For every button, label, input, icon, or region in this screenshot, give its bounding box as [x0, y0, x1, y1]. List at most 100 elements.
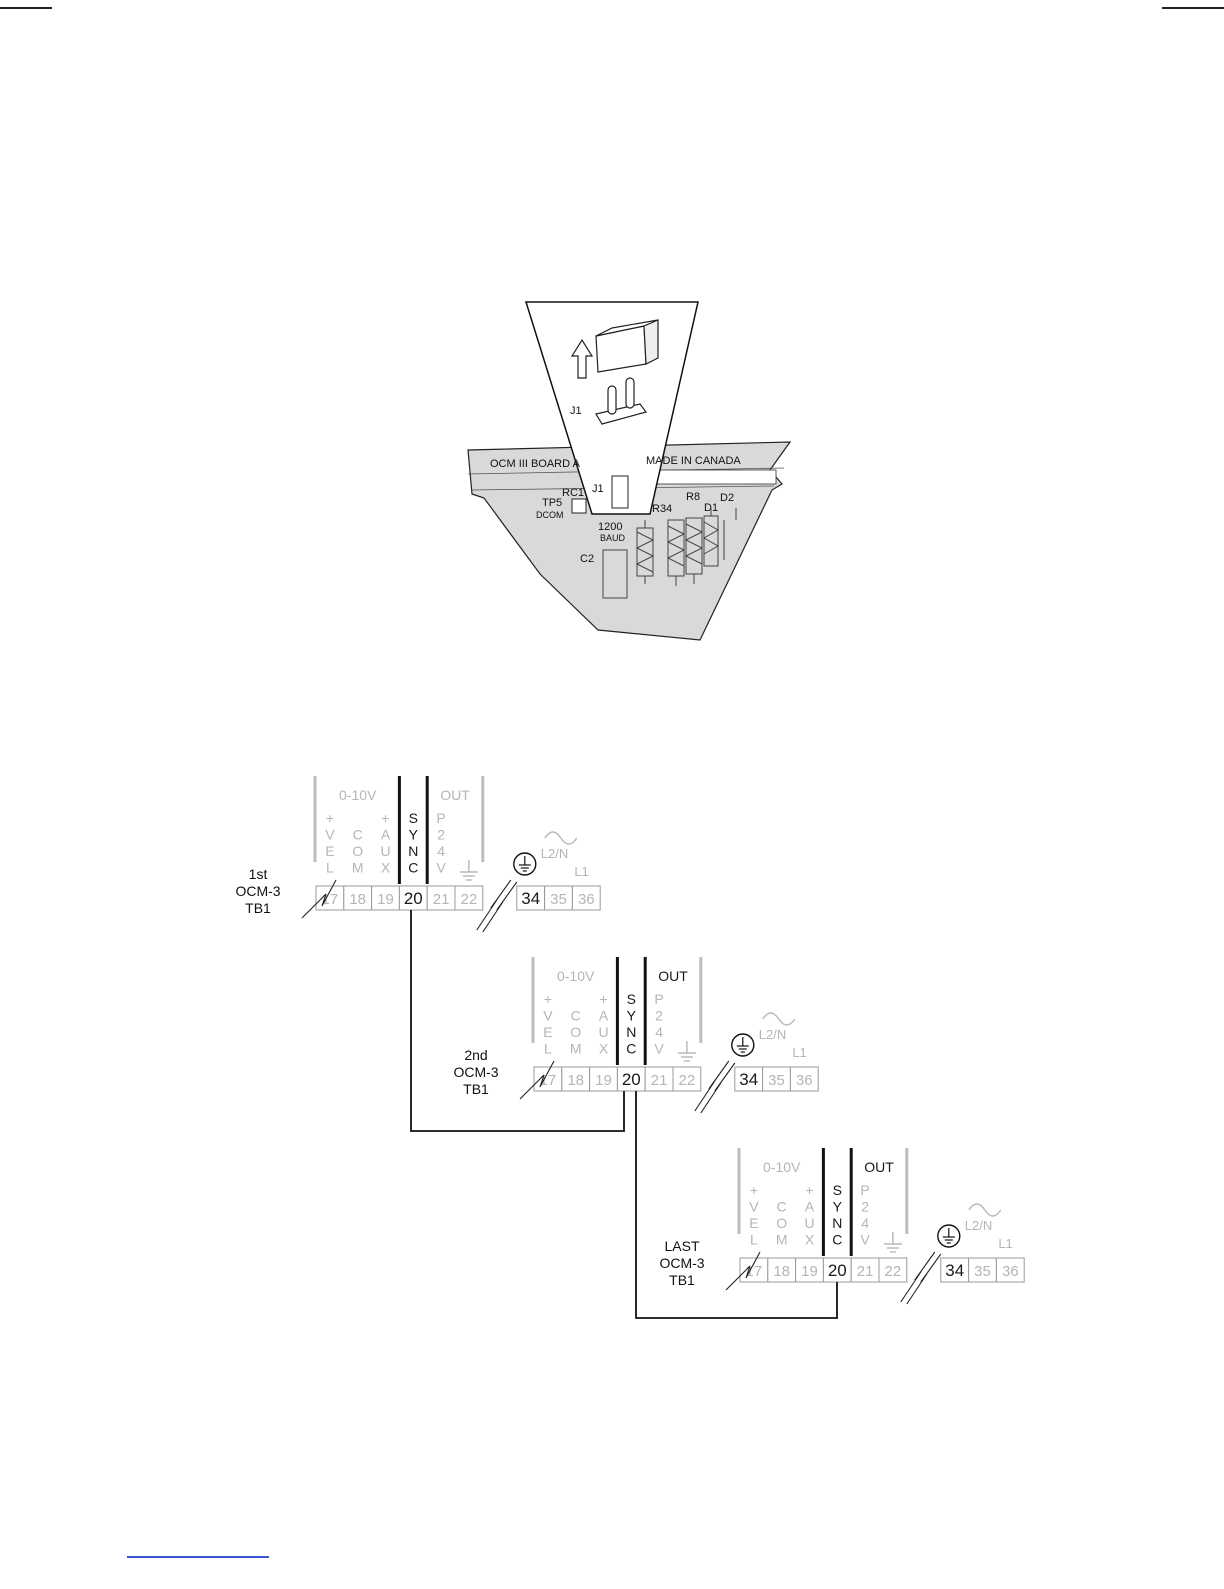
column-letter: +	[544, 991, 552, 1007]
column-letter: C	[777, 1199, 787, 1215]
terminal-cell	[616, 1066, 646, 1092]
terminal-number-18: 18	[773, 1263, 790, 1280]
terminal-number-34: 34	[945, 1261, 964, 1280]
column-letter: +	[599, 991, 607, 1007]
break-mark	[694, 1060, 730, 1112]
column-letter: U	[804, 1215, 814, 1231]
column-letter: E	[325, 843, 334, 859]
terminal-cell	[571, 885, 601, 911]
pcb-detail: J1 OCM III BOARD A MADE IN CANADA J1 RC1…	[467, 301, 792, 641]
group-label-0-10v: 0-10V	[557, 968, 595, 984]
column-letter: N	[626, 1024, 636, 1040]
terminal-cell	[789, 1066, 819, 1092]
terminal-number-20: 20	[622, 1070, 641, 1089]
column-letter: Y	[627, 1008, 637, 1024]
l2n-label: L2/N	[965, 1218, 992, 1233]
column-letter: C	[626, 1041, 636, 1057]
column-letter: Y	[409, 827, 419, 843]
unit-name-line3: TB1	[463, 1081, 489, 1097]
terminal-number-22: 22	[885, 1263, 902, 1280]
terminal-cell	[672, 1066, 702, 1092]
break-mark	[725, 1251, 761, 1291]
ac-sine-icon	[968, 1203, 1002, 1217]
column-letter: V	[860, 1232, 870, 1248]
column-letter: N	[408, 843, 418, 859]
column-letter: O	[570, 1024, 581, 1040]
terminal-number-21: 21	[651, 1072, 668, 1089]
ac-sine-icon	[762, 1012, 796, 1026]
terminal-number-19: 19	[801, 1263, 818, 1280]
pcb-board	[467, 441, 792, 641]
j1-header	[611, 475, 629, 509]
column-letter: C	[353, 827, 363, 843]
terminal-number-20: 20	[404, 889, 423, 908]
dcom-label: DCOM	[536, 510, 564, 520]
break-mark	[700, 1062, 736, 1114]
column-letter: +	[805, 1182, 813, 1198]
l2n-label: L2/N	[541, 846, 568, 861]
tp5-label: TP5	[542, 497, 562, 509]
terminal-number-19: 19	[595, 1072, 612, 1089]
unit-name-line3: TB1	[245, 900, 271, 916]
column-letter: M	[776, 1232, 788, 1248]
break-mark	[906, 1253, 942, 1305]
column-letter: 4	[655, 1024, 663, 1040]
column-letter: C	[408, 860, 418, 876]
column-letter: +	[750, 1182, 758, 1198]
footer-link-underline[interactable]	[127, 1556, 269, 1558]
terminal-number-18: 18	[567, 1072, 584, 1089]
arrow-up-icon	[570, 338, 594, 379]
column-letter: S	[409, 810, 418, 826]
column-letter: E	[543, 1024, 552, 1040]
terminal-number-35: 35	[974, 1263, 991, 1280]
column-letter: L	[750, 1232, 758, 1248]
column-letter: 4	[437, 843, 445, 859]
column-letter: V	[543, 1008, 553, 1024]
jumper-pins	[595, 377, 648, 425]
terminal-cell	[850, 1257, 880, 1283]
terminal-cell	[940, 1257, 970, 1283]
unit-name-line1: 1st	[249, 866, 268, 882]
column-letter: +	[381, 810, 389, 826]
l1-label: L1	[574, 864, 588, 879]
j1-label: J1	[592, 483, 604, 495]
board-label: OCM III BOARD A	[490, 458, 581, 470]
column-letter: X	[381, 860, 391, 876]
resistor-bank	[666, 508, 737, 586]
terminal-cell	[426, 885, 456, 911]
r34-label: R34	[652, 503, 672, 515]
column-letter: V	[436, 860, 446, 876]
terminal-number-20: 20	[828, 1261, 847, 1280]
c2-label: C2	[580, 553, 594, 565]
baud-number: 1200	[598, 521, 622, 533]
unit-name-line1: LAST	[664, 1238, 699, 1254]
terminal-number-21: 21	[433, 891, 450, 908]
terminal-number-35: 35	[768, 1072, 785, 1089]
column-letter: N	[832, 1215, 842, 1231]
column-letter: E	[749, 1215, 758, 1231]
terminal-number-34: 34	[739, 1070, 758, 1089]
terminal-number-36: 36	[1002, 1263, 1019, 1280]
l2n-label: L2/N	[759, 1027, 786, 1042]
column-letter: V	[325, 827, 335, 843]
column-letter: 2	[655, 1008, 663, 1024]
terminal-cell	[454, 885, 484, 911]
column-letter: P	[436, 810, 445, 826]
terminal-number-22: 22	[679, 1072, 696, 1089]
group-label-out: OUT	[864, 1159, 894, 1175]
group-label-0-10v: 0-10V	[339, 787, 377, 803]
column-letter: A	[805, 1199, 815, 1215]
column-letter: C	[832, 1232, 842, 1248]
r8-label: R8	[686, 491, 700, 503]
terminal-number-36: 36	[578, 891, 595, 908]
column-letter: L	[544, 1041, 552, 1057]
c2-component	[602, 549, 628, 599]
terminal-cell	[968, 1257, 997, 1283]
column-letter: S	[833, 1182, 842, 1198]
terminal-cell	[343, 885, 373, 911]
unit-name-line2: OCM-3	[235, 883, 280, 899]
column-letter: O	[776, 1215, 787, 1231]
